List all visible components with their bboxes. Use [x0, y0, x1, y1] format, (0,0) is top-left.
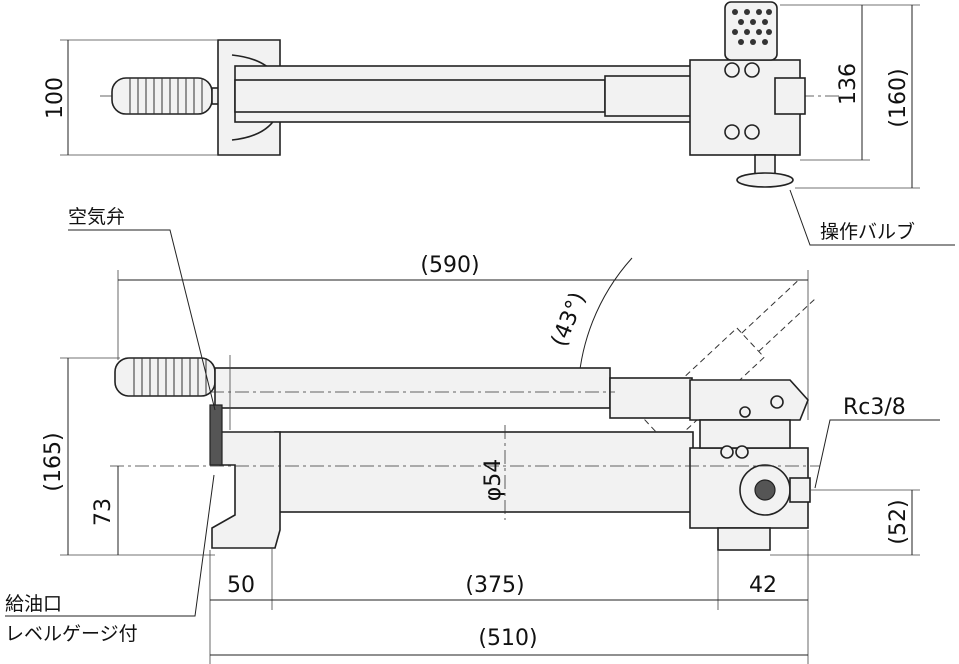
label-operation-valve: 操作バルブ	[820, 220, 915, 243]
top-grip	[111, 77, 231, 115]
label-oil-port: 給油口	[5, 593, 62, 615]
dim-center-height: 73	[91, 498, 116, 526]
dim-port-height: (52)	[886, 499, 911, 544]
label-air-valve: 空気弁	[68, 206, 125, 228]
dim-total-height: (165)	[41, 432, 66, 491]
side-view: (590) (43°)	[5, 206, 940, 664]
top-dim-valve-height: 136	[836, 63, 861, 105]
label-level-gauge: レベルゲージ付	[5, 623, 138, 645]
dim-cylinder-diameter: φ54	[481, 459, 506, 502]
dim-total-length: (590)	[420, 253, 479, 278]
dim-handle-angle: (43°)	[547, 289, 591, 350]
dim-left: 50	[227, 573, 255, 598]
dim-middle: (375)	[465, 573, 524, 598]
dim-body-length: (510)	[478, 626, 537, 651]
top-dim-total-height: (160)	[886, 68, 911, 127]
side-body	[209, 355, 811, 551]
dim-right: 42	[749, 573, 777, 598]
top-view: 100 136 (160) 操作バルブ	[43, 1, 955, 246]
top-valve-block	[689, 1, 806, 188]
top-dim-width: 100	[43, 77, 68, 119]
top-handle-rod	[234, 79, 606, 113]
side-handle	[114, 357, 809, 421]
label-port-size: Rc3/8	[843, 395, 906, 420]
